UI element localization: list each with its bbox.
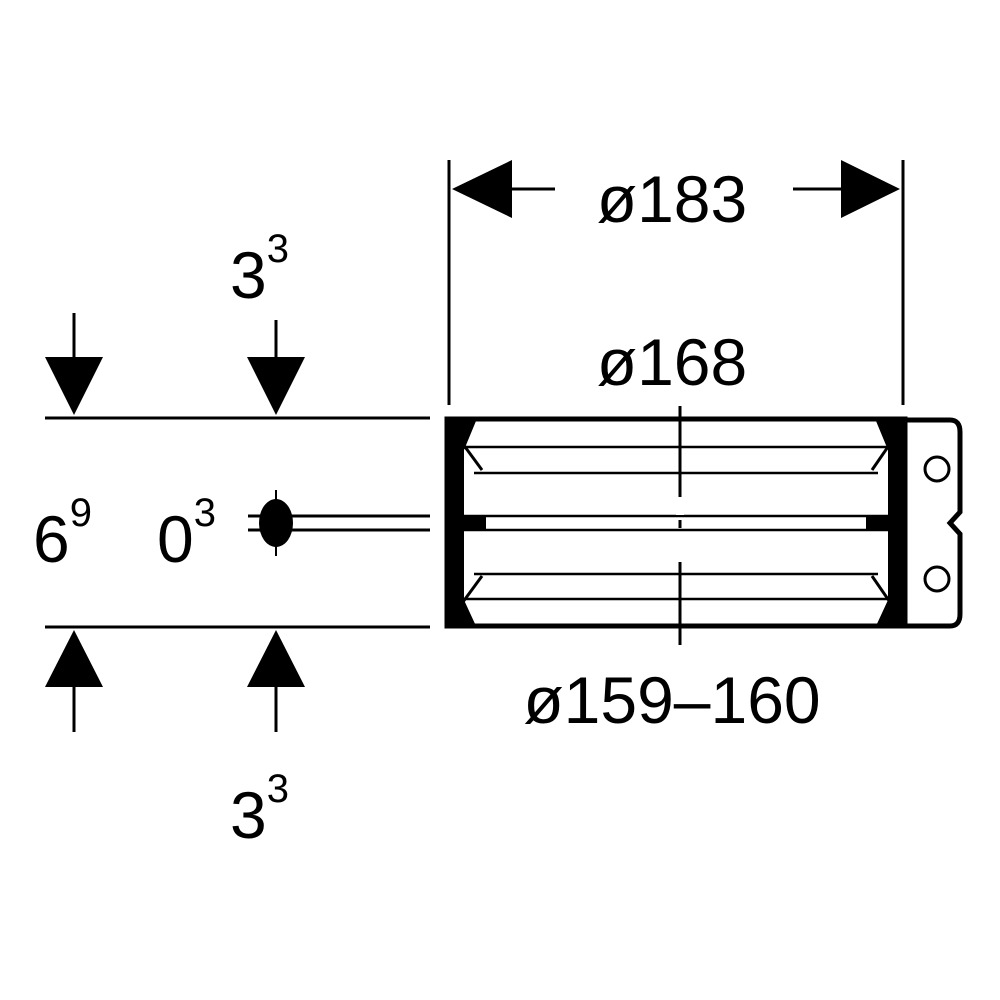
axis-gap-mask-top bbox=[676, 497, 684, 515]
center-gap-right-block bbox=[866, 516, 888, 530]
top-arrow-right-icon bbox=[247, 357, 305, 415]
gap-label: 03 bbox=[157, 491, 216, 576]
top-arrow-left-icon bbox=[45, 357, 103, 415]
top-offset-base: 3 bbox=[230, 238, 267, 312]
center-gap-left-block bbox=[464, 516, 486, 530]
height-sup: 9 bbox=[70, 491, 92, 535]
arrow-left-icon bbox=[452, 160, 512, 218]
nominal-diameter-label: ø168 bbox=[597, 325, 747, 399]
bottom-offset-label: 33 bbox=[230, 767, 289, 852]
bottom-arrow-right-icon bbox=[247, 630, 305, 687]
right-end-wall bbox=[876, 421, 903, 626]
top-offset-sup: 3 bbox=[267, 227, 289, 271]
bottom-offset-sup: 3 bbox=[267, 767, 289, 811]
bottom-arrow-left-icon bbox=[45, 630, 103, 687]
height-base: 6 bbox=[33, 502, 70, 576]
top-offset-label: 33 bbox=[230, 227, 289, 312]
outer-diameter-label: ø183 bbox=[597, 162, 747, 236]
cap-hole-top-icon bbox=[923, 455, 951, 483]
bottom-offset-base: 3 bbox=[230, 778, 267, 852]
gap-sup: 3 bbox=[194, 491, 216, 535]
pipe-outline bbox=[444, 416, 908, 629]
left-end-wall bbox=[449, 421, 476, 626]
gap-base: 0 bbox=[157, 502, 194, 576]
inner-diameter-label: ø159–160 bbox=[523, 663, 820, 737]
cap-hole-bottom-icon bbox=[923, 565, 951, 593]
axis-gap-mask-bottom bbox=[676, 533, 684, 560]
arrow-right-icon bbox=[841, 160, 900, 218]
height-label: 69 bbox=[33, 491, 92, 576]
coupling-cap bbox=[902, 417, 963, 629]
outer-diameter-dimension: ø183 bbox=[447, 160, 905, 405]
pipe-section bbox=[444, 406, 963, 645]
gasket-detail bbox=[45, 313, 430, 732]
